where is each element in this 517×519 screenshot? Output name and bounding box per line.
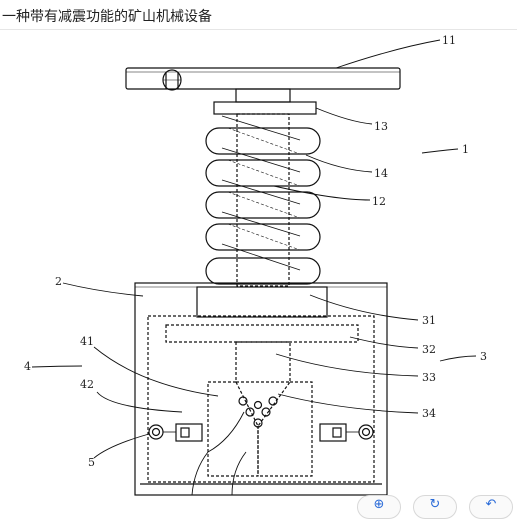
label-5: 5 — [88, 456, 95, 469]
balls — [238, 396, 278, 428]
spring-cap — [213, 101, 317, 115]
spring-post — [236, 113, 290, 287]
label-2: 2 — [55, 275, 62, 288]
label-31: 31 — [422, 314, 436, 327]
left-damper — [175, 423, 203, 442]
label-4: 4 — [24, 360, 31, 373]
label-33: 33 — [422, 371, 436, 384]
v-funnel — [235, 381, 291, 428]
label-3: 3 — [480, 350, 487, 363]
label-32: 32 — [422, 343, 436, 356]
zoom-icon: ⊕ — [373, 497, 385, 512]
image-toolbar: ⊕ ↻ ↶ — [357, 487, 517, 519]
left-bolt — [148, 424, 164, 440]
rotate-icon: ↻ — [429, 497, 441, 512]
page-title: 一种带有减震功能的矿山机械设备 — [2, 9, 212, 25]
label-12: 12 — [372, 195, 386, 208]
label-41: 41 — [80, 335, 94, 348]
zoom-button[interactable]: ⊕ — [357, 495, 401, 519]
label-42: 42 — [80, 378, 94, 391]
housing — [134, 282, 388, 496]
title-bar: 一种带有减震功能的矿山机械设备 — [0, 0, 517, 30]
undo-button[interactable]: ↶ — [469, 495, 513, 519]
damper-plate — [165, 324, 359, 343]
damper-stem — [235, 341, 291, 383]
top-neck — [235, 88, 291, 103]
label-13: 13 — [374, 120, 388, 133]
label-1: 1 — [462, 143, 469, 156]
piston-block — [196, 286, 328, 318]
label-11: 11 — [442, 34, 456, 47]
patent-drawing: 11 13 1 14 12 2 31 32 3 41 4 33 42 34 5 — [24, 34, 487, 496]
left-block — [207, 381, 259, 477]
right-damper — [319, 423, 347, 442]
rotate-button[interactable]: ↻ — [413, 495, 457, 519]
spring-coils — [205, 115, 321, 285]
inner-frame — [147, 315, 375, 483]
label-14: 14 — [374, 167, 388, 180]
label-34: 34 — [422, 407, 436, 420]
right-bolt — [358, 424, 374, 440]
undo-icon: ↶ — [485, 497, 497, 512]
right-block — [258, 381, 313, 477]
